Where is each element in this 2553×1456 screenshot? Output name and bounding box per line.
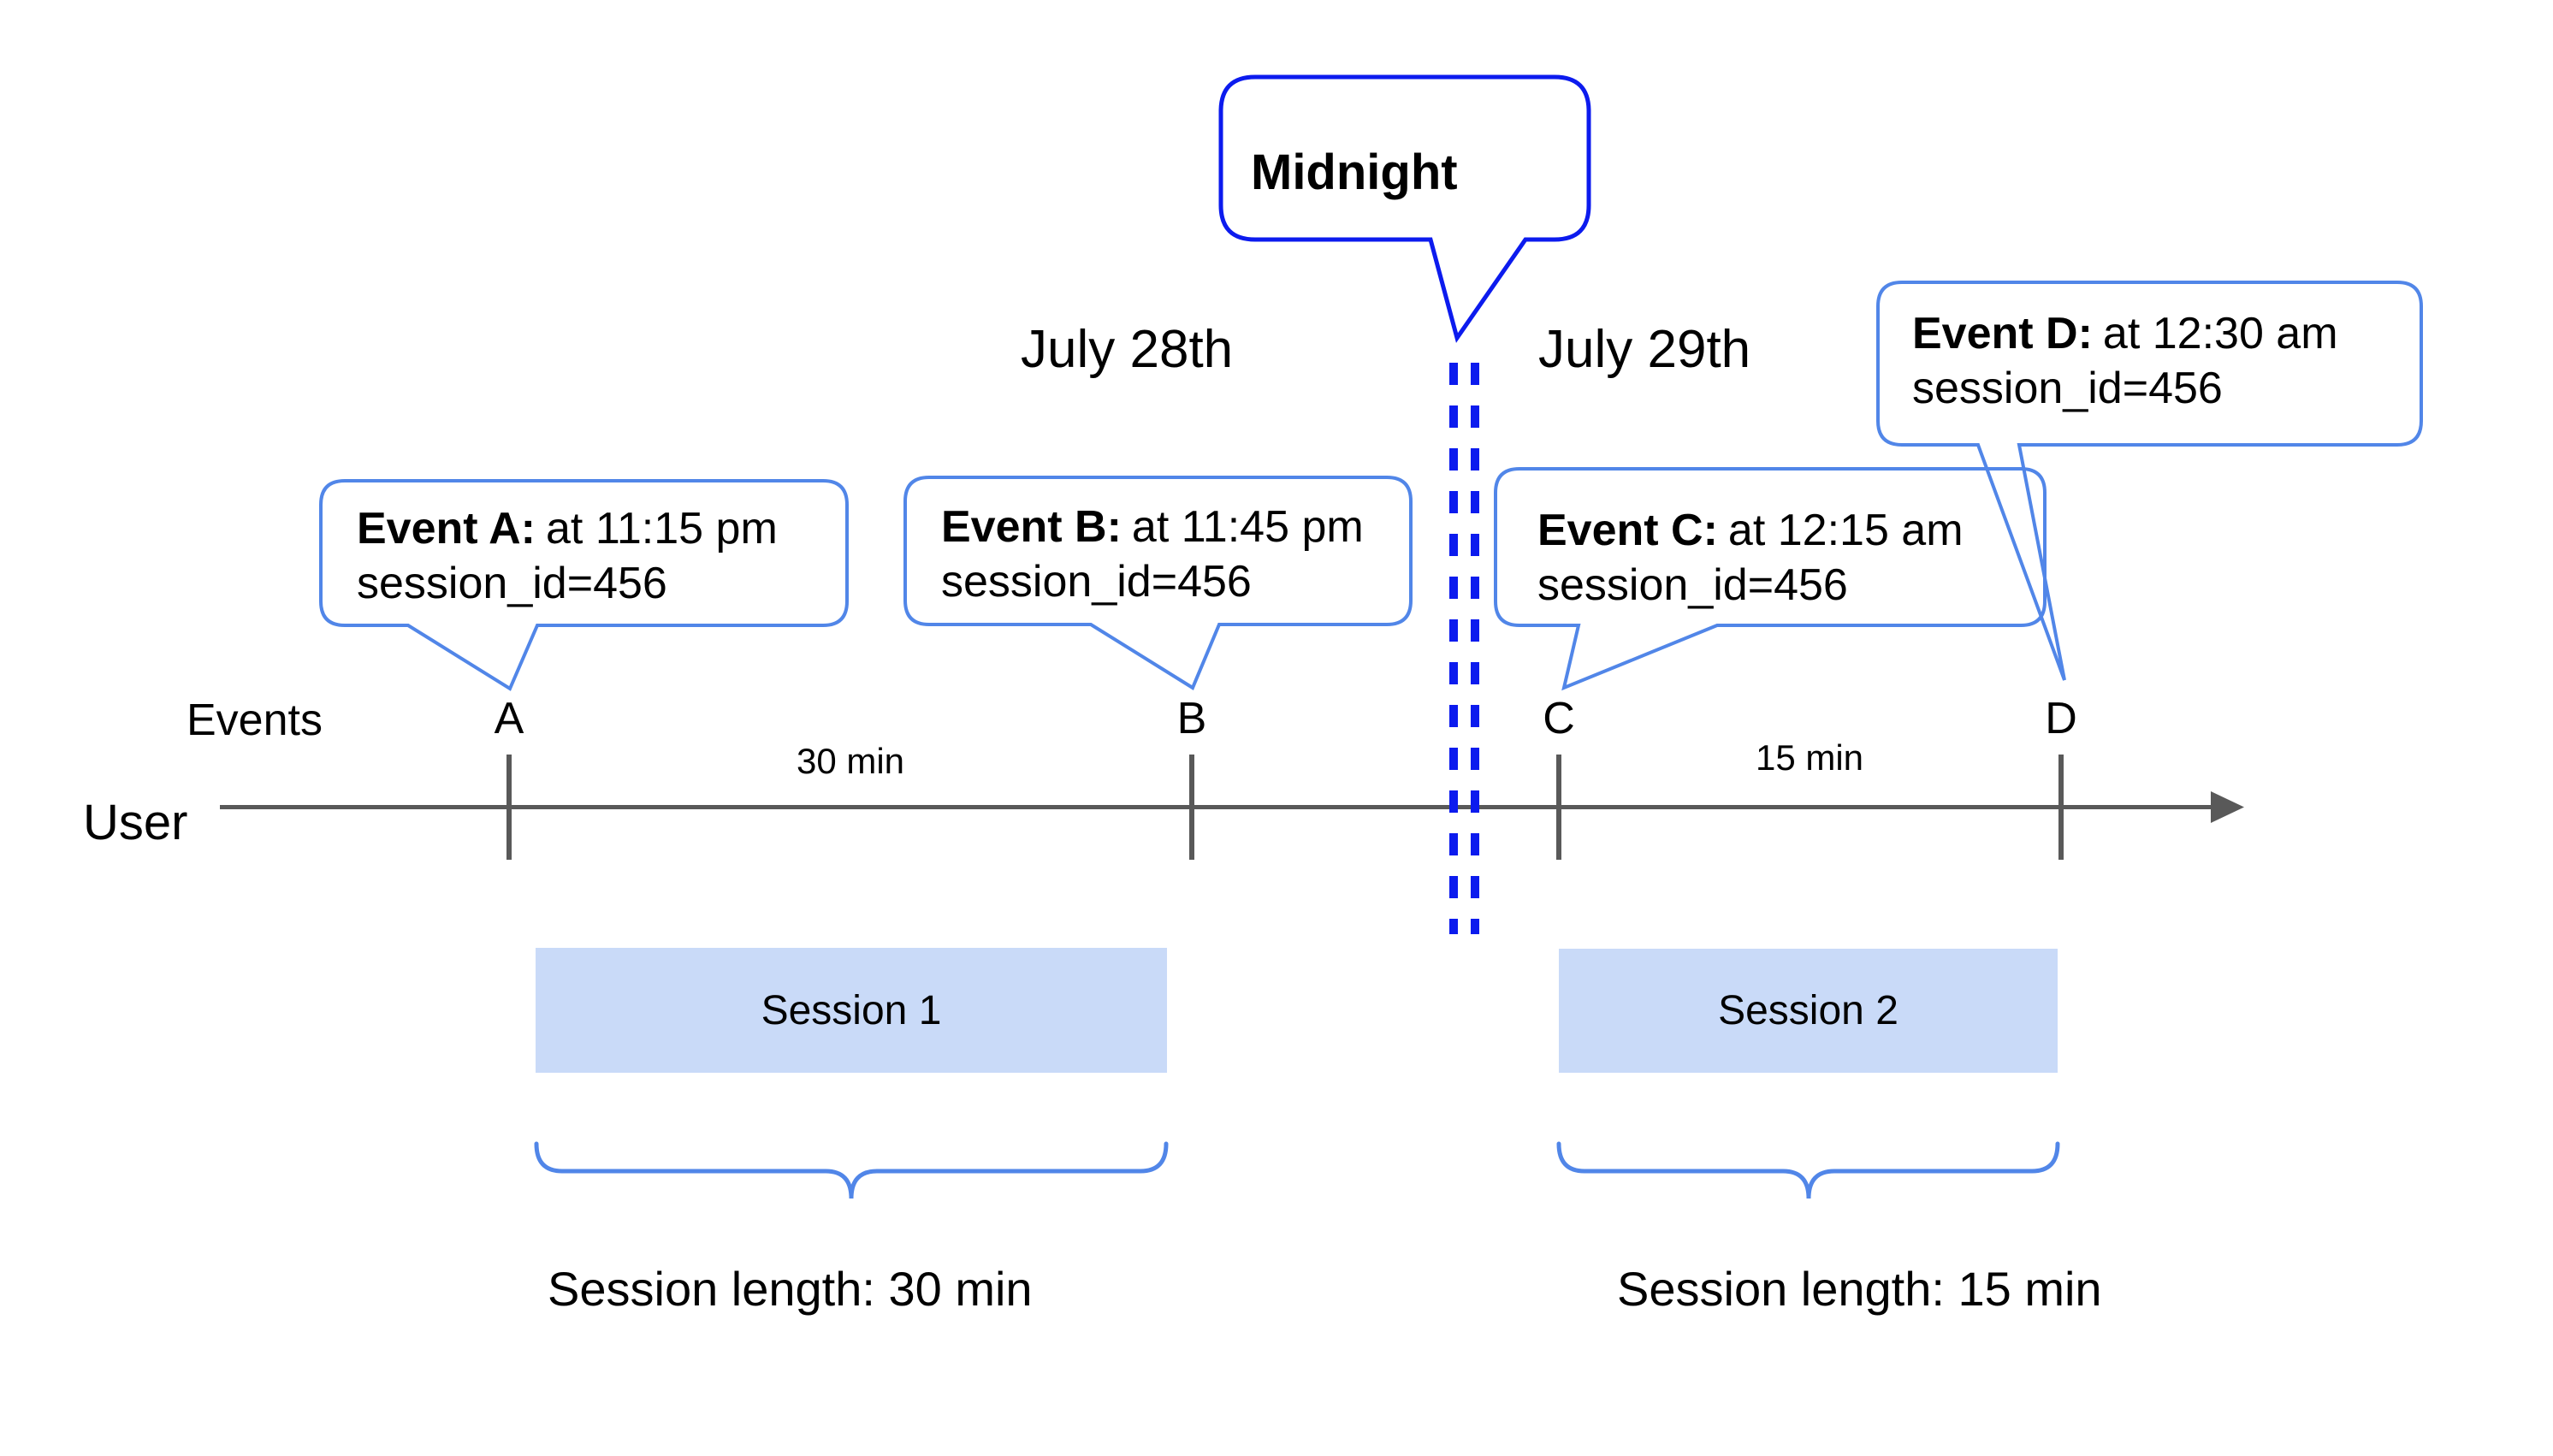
midnight-callout-bubble: [1218, 74, 1591, 343]
date-label-july-28: July 28th: [1021, 320, 1234, 379]
session-1-brace: [534, 1141, 1169, 1199]
event-a-callout-text: Event A:at 11:15 pm session_id=456: [357, 501, 778, 611]
session-2-length-label: Session length: 15 min: [1617, 1262, 2102, 1316]
session-2-box: Session 2: [1559, 949, 2058, 1073]
user-row-label: User: [83, 795, 188, 850]
event-b-callout-bubble: [903, 476, 1413, 690]
event-a-session-id: session_id=456: [357, 559, 667, 608]
timeline-arrowhead-icon: [2211, 791, 2244, 823]
session-1-length-label: Session length: 30 min: [548, 1262, 1033, 1316]
interval-label-15min: 15 min: [1755, 737, 1864, 778]
event-c-session-id: session_id=456: [1537, 560, 1848, 610]
session-1-label: Session 1: [761, 987, 942, 1033]
event-a-callout-line1: Event A:at 11:15 pm: [357, 504, 778, 553]
event-d-session-id: session_id=456: [1912, 364, 2223, 413]
event-d-callout-bubble: [1876, 281, 2423, 681]
session-2-brace: [1556, 1141, 2060, 1199]
event-a-callout-bubble: [319, 479, 849, 691]
tick-label-a: A: [494, 694, 524, 743]
event-c-callout-text: Event C:at 12:15 am session_id=456: [1537, 503, 1964, 613]
event-c-callout-bubble: [1494, 467, 2047, 691]
event-d-callout-line1: Event D:at 12:30 am: [1912, 309, 2338, 358]
event-b-callout-text: Event B:at 11:45 pm session_id=456: [941, 500, 1364, 609]
event-d-callout-text: Event D:at 12:30 am session_id=456: [1912, 306, 2338, 416]
interval-label-30min: 30 min: [796, 741, 905, 781]
tick-label-b: B: [1176, 694, 1207, 743]
midnight-callout-label: Midnight: [1251, 145, 1458, 200]
tick-label-c: C: [1543, 694, 1575, 743]
event-c-callout-line1: Event C:at 12:15 am: [1537, 506, 1964, 555]
session-2-label: Session 2: [1718, 988, 1898, 1033]
date-label-july-29: July 29th: [1538, 320, 1751, 379]
events-row-label: Events: [187, 695, 323, 745]
event-b-callout-line1: Event B:at 11:45 pm: [941, 502, 1364, 552]
tick-label-d: D: [2045, 694, 2077, 743]
session-1-box: Session 1: [536, 948, 1167, 1073]
event-b-session-id: session_id=456: [941, 557, 1252, 607]
